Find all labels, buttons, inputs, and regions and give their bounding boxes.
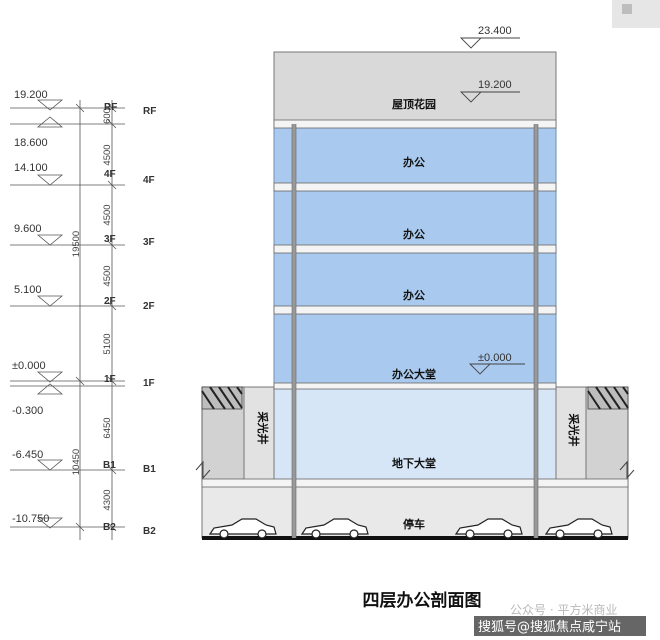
level-marker-2f xyxy=(36,295,64,307)
level-marker-b2 xyxy=(36,517,64,529)
floor-tag: B1 xyxy=(143,464,156,475)
lobby-label: 办公大堂 xyxy=(392,367,436,381)
floor-tag: 4F xyxy=(143,175,155,186)
dim-label: 4500 xyxy=(102,144,113,165)
top-elev-label: 23.400 xyxy=(478,25,512,37)
car-icon xyxy=(208,518,277,539)
roof-garden-label: 屋顶花园 xyxy=(392,97,436,111)
roof-block xyxy=(273,51,557,123)
floor-tag: 1F xyxy=(104,374,116,385)
level-marker-1f xyxy=(36,371,64,383)
ground-elev-label: ±0.000 xyxy=(478,352,512,364)
elev-label: -10.750 xyxy=(12,513,49,525)
floor-tag: 2F xyxy=(143,301,155,312)
watermark-line2: 搜狐号@搜狐焦点咸宁站 xyxy=(478,619,621,635)
office-label-3f: 办公 xyxy=(403,227,425,241)
lightwell-label-right: 采光井 xyxy=(567,413,581,447)
grade-break-left xyxy=(195,460,211,480)
slab-1f xyxy=(273,382,557,390)
lightwell-left xyxy=(243,386,275,484)
floor-tag: 1F xyxy=(143,378,155,389)
tick xyxy=(107,180,117,190)
elev-label: 19.200 xyxy=(14,89,48,101)
total-dim-label: 19500 xyxy=(71,231,82,257)
watermark-line1: 公众号 · 平方米商业 xyxy=(510,602,617,617)
elev-label: 9.600 xyxy=(14,223,42,235)
elev-label: ±0.000 xyxy=(12,360,46,372)
dim-label: 600 xyxy=(102,108,113,124)
floor-labels-inner: RF 4F 3F 2F 1F B1 B2 xyxy=(103,102,117,533)
basement-lobby-label: 地下大堂 xyxy=(392,456,436,470)
car-icon xyxy=(300,518,369,539)
floor-labels-outer: RF 4F 3F 2F 1F B1 B2 xyxy=(143,106,156,537)
total-dim-label: 10450 xyxy=(71,449,82,475)
grade-break-right xyxy=(619,460,635,480)
tick xyxy=(107,376,117,386)
level-marker-rf xyxy=(36,99,64,111)
floor-tag: 3F xyxy=(143,237,155,248)
dimension-labels: 600 4500 4500 4500 5100 6450 4300 19500 … xyxy=(71,108,113,511)
corner-mark-dot xyxy=(622,4,632,14)
elev-label: -0.300 xyxy=(12,405,43,417)
dim-label: 6450 xyxy=(102,417,113,438)
watermark-bg xyxy=(474,616,646,636)
office-label-2f: 办公 xyxy=(403,288,425,302)
level-marker-ground xyxy=(36,383,64,395)
tick xyxy=(75,522,85,532)
soil-hatch-left xyxy=(201,386,243,410)
dim-label: 4500 xyxy=(102,204,113,225)
columns xyxy=(292,124,538,538)
floor-tag: B2 xyxy=(103,522,116,533)
floor-slabs xyxy=(201,119,629,488)
floor-tag: 4F xyxy=(104,169,116,180)
parking-label: 停车 xyxy=(403,517,425,531)
level-marker-4f xyxy=(36,174,64,186)
tick xyxy=(107,522,117,532)
slab-2f xyxy=(273,305,557,315)
parked-cars xyxy=(208,518,613,539)
tick xyxy=(75,103,85,113)
tick xyxy=(107,465,117,475)
car-icon xyxy=(454,518,523,539)
tick xyxy=(75,376,85,386)
elev-label: 14.100 xyxy=(14,162,48,174)
office-label-4f: 办公 xyxy=(403,155,425,169)
dim-label: 5100 xyxy=(102,333,113,354)
elev-label: 18.600 xyxy=(14,137,48,149)
level-marker-roof-slab xyxy=(36,116,64,128)
tick xyxy=(107,240,117,250)
tick xyxy=(107,103,117,113)
lightwell-right xyxy=(555,386,587,484)
tick xyxy=(107,301,117,311)
building-elev-markers xyxy=(459,37,525,375)
slab-b1 xyxy=(201,478,629,488)
floor-tag: RF xyxy=(104,102,117,113)
lightwell-label-left: 采光井 xyxy=(256,411,270,445)
floor-tag: 2F xyxy=(104,296,116,307)
dim-label: 4300 xyxy=(102,489,113,510)
level-marker-3f xyxy=(36,234,64,246)
floor-tag: RF xyxy=(143,106,156,117)
dim-label: 4500 xyxy=(102,265,113,286)
top-elev-marker xyxy=(459,37,483,49)
column-edges xyxy=(291,124,539,538)
floor-tag: 3F xyxy=(104,234,116,245)
elev-label: -6.450 xyxy=(12,449,43,461)
elev-label: 5.100 xyxy=(14,284,42,296)
slab-roof xyxy=(273,119,557,129)
slab-3f xyxy=(273,244,557,254)
slab-4f xyxy=(273,182,557,192)
drawing-title: 四层办公剖面图 xyxy=(363,590,482,611)
car-icon xyxy=(544,518,613,539)
floor-tag: B1 xyxy=(103,460,116,471)
corner-mark xyxy=(612,0,660,28)
tick xyxy=(107,119,117,129)
soil-hatch-right xyxy=(587,386,629,410)
elevation-scale xyxy=(10,99,125,540)
level-marker-b1 xyxy=(36,459,64,471)
floor-tag: B2 xyxy=(143,526,156,537)
roof-elev-label: 19.200 xyxy=(478,79,512,91)
elevation-labels: 19.200 18.600 14.100 9.600 5.100 ±0.000 … xyxy=(12,89,49,525)
